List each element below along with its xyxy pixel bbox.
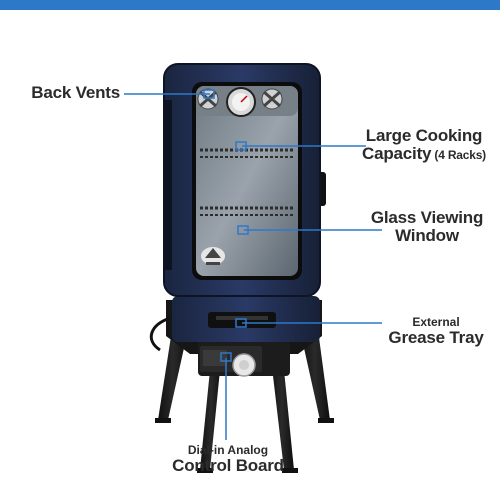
glass-window xyxy=(196,86,298,276)
label-control-board: Dial-in Analog Control Board xyxy=(164,444,292,474)
label-grease-tray: External Grease Tray xyxy=(382,316,490,346)
smoker-legs xyxy=(155,330,334,473)
cooking-line2-sub: (4 Racks) xyxy=(431,147,486,162)
grease-line2: Grease Tray xyxy=(388,327,484,347)
window-line2: Window xyxy=(395,225,459,245)
top-accent-bar xyxy=(0,0,500,10)
label-back-vents: Back Vents xyxy=(10,84,120,102)
power-cord xyxy=(149,316,171,352)
window-line1: Glass Viewing xyxy=(370,208,484,227)
cooking-line1: Large Cooking xyxy=(365,126,483,145)
cooking-line2-main: Capacity xyxy=(362,143,432,163)
label-cooking-capacity: Large Cooking Capacity (4 Racks) xyxy=(356,127,492,163)
brand-emblem xyxy=(201,247,225,265)
control-line2: Control Board xyxy=(172,455,284,475)
racks xyxy=(200,148,294,216)
main-cabinet xyxy=(163,63,321,297)
control-line1: Dial-in Analog xyxy=(187,443,269,457)
callout-lines xyxy=(124,89,382,440)
thermometer-gauge xyxy=(226,87,256,117)
label-glass-window: Glass Viewing Window xyxy=(364,209,490,245)
cooking-line2: Capacity (4 Racks) xyxy=(356,143,492,163)
back-vents-text: Back Vents xyxy=(31,83,120,102)
grease-line1: External xyxy=(412,315,460,329)
